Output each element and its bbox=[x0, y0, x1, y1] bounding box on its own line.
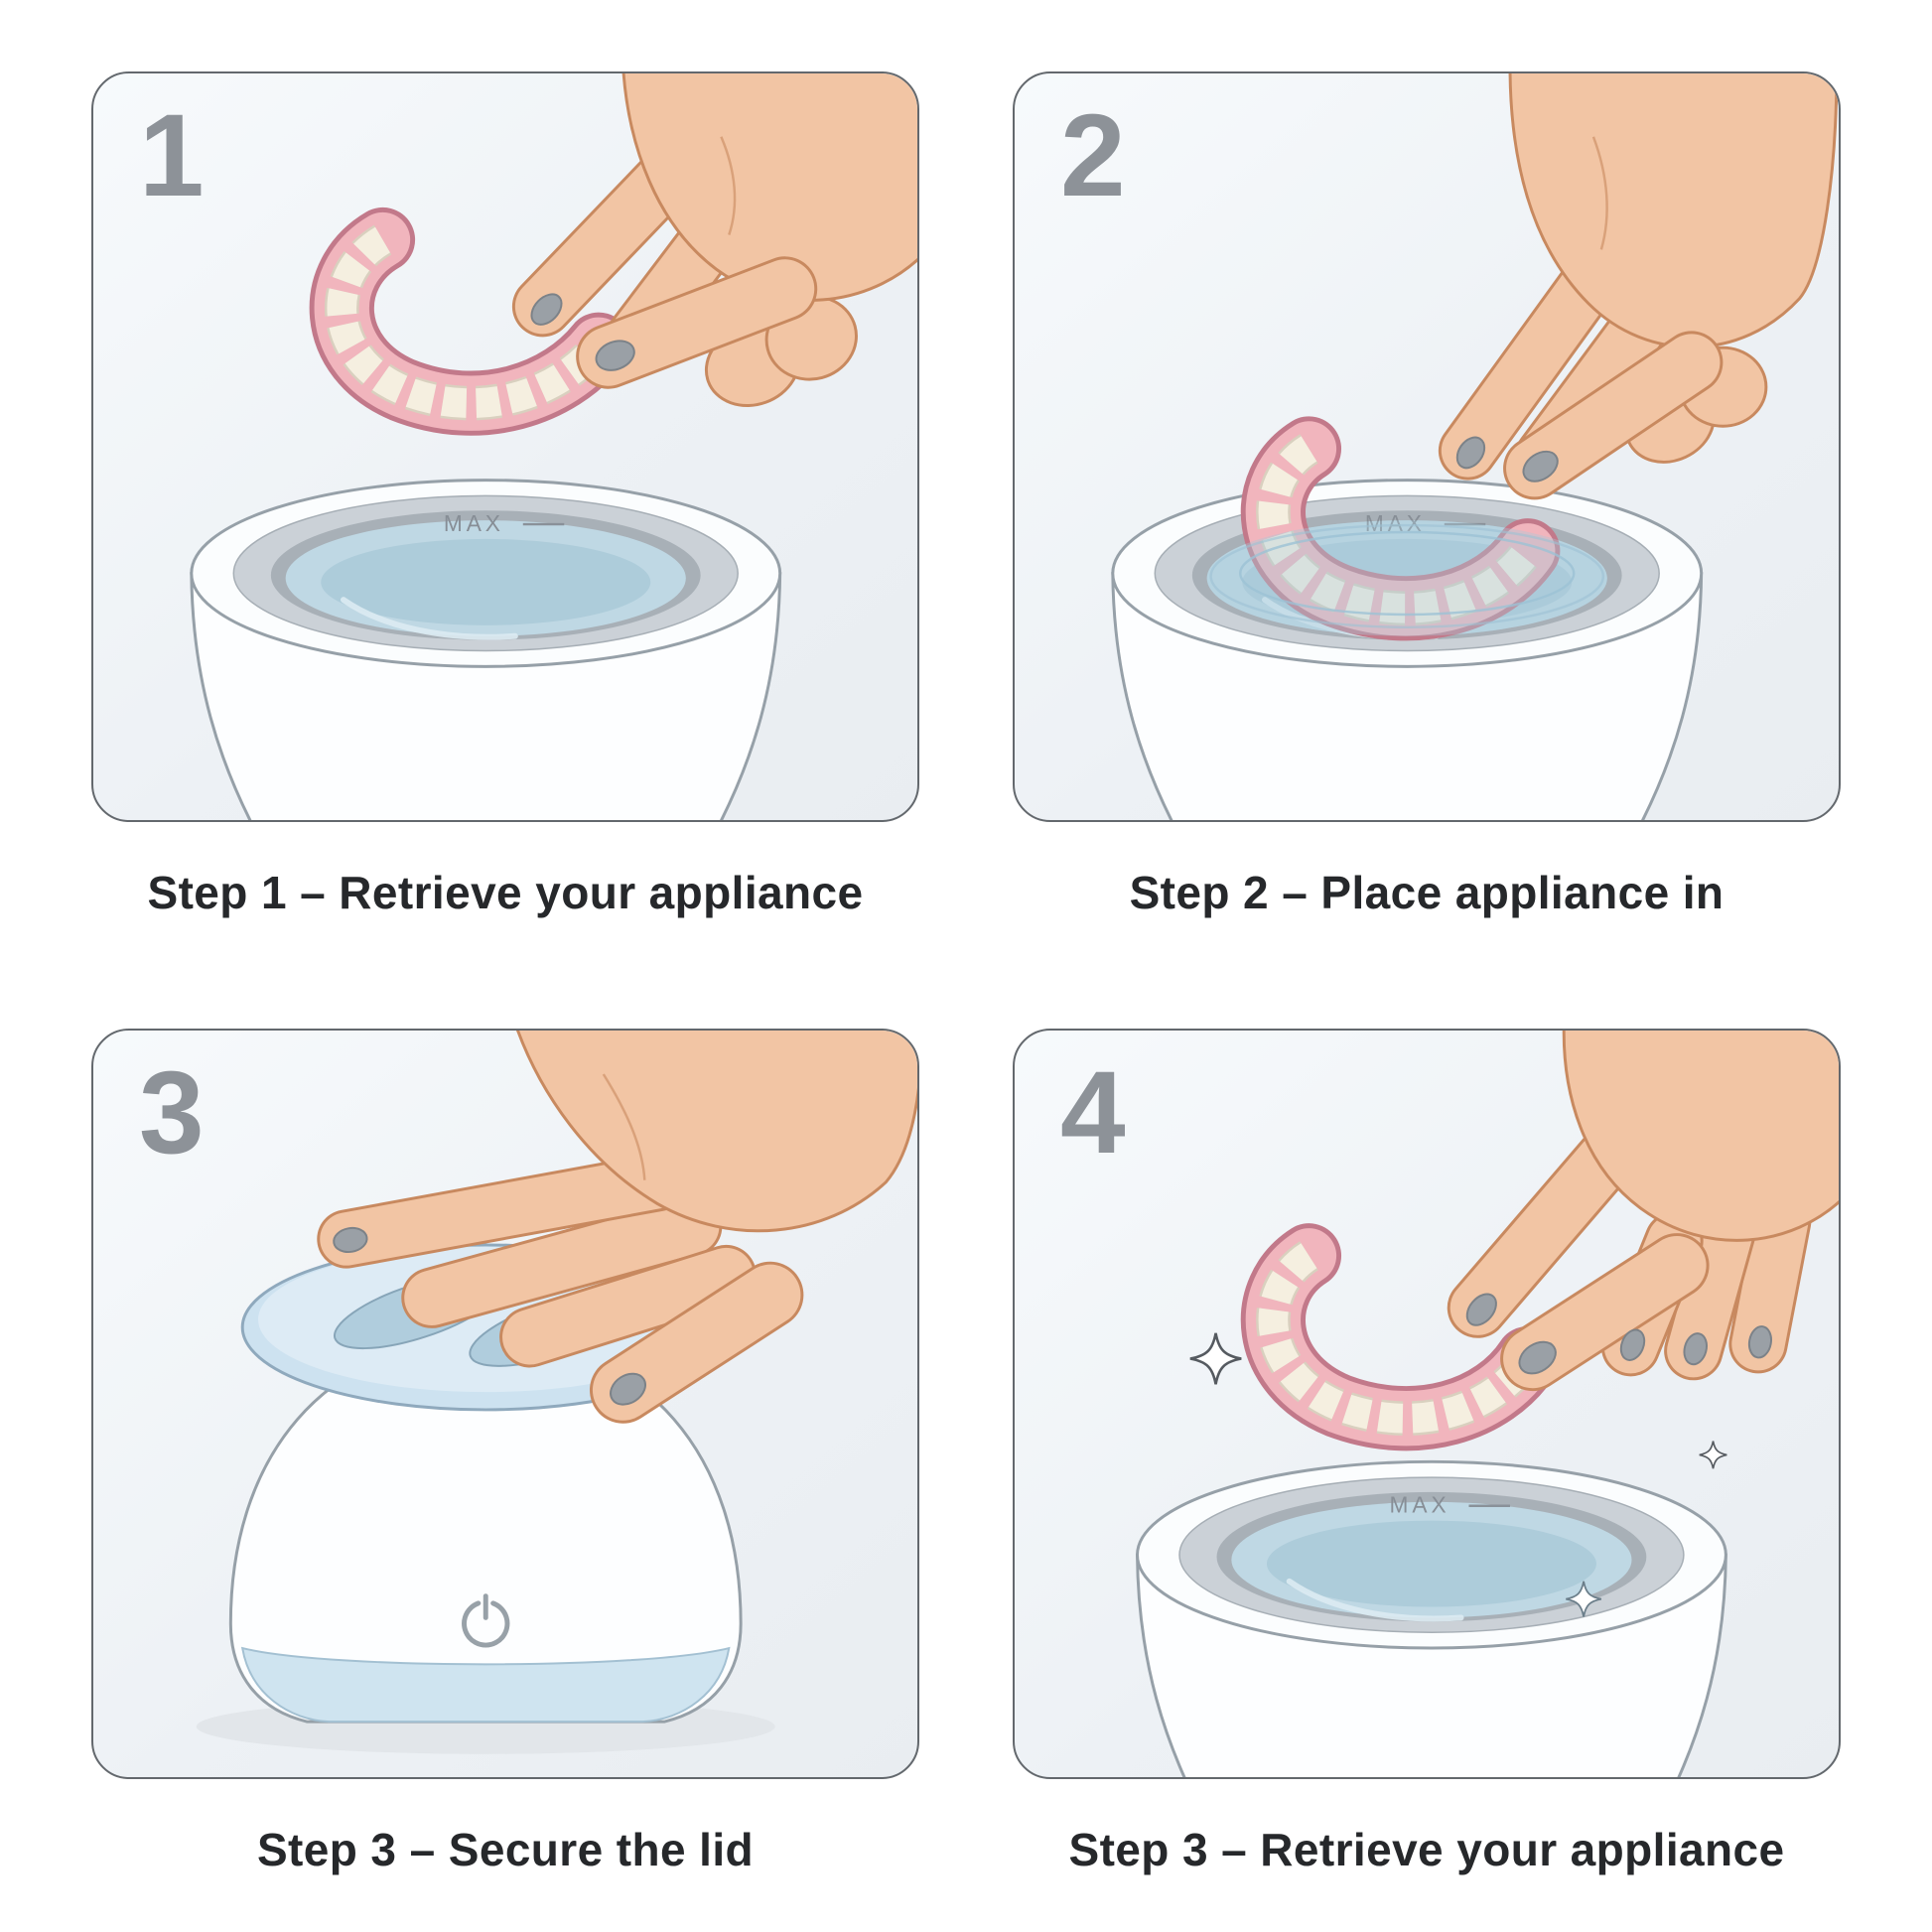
hand bbox=[511, 73, 917, 407]
illustration-step-3 bbox=[196, 1031, 917, 1754]
thumb-nail bbox=[1522, 450, 1559, 483]
step-4-panel: 4 bbox=[1013, 1029, 1841, 1779]
power-icon bbox=[462, 1593, 510, 1648]
finger-nail bbox=[530, 293, 563, 326]
finger-nail bbox=[1465, 1293, 1497, 1326]
step-number: 3 bbox=[139, 1047, 205, 1178]
step-1-panel: 1 bbox=[91, 71, 919, 822]
step-2-panel: 2 bbox=[1013, 71, 1841, 822]
finger-nail bbox=[1683, 1332, 1708, 1366]
thumb-nail bbox=[1518, 1340, 1557, 1375]
illustration-step-4 bbox=[1015, 1031, 1839, 1777]
hand bbox=[317, 1031, 917, 1424]
ripples bbox=[1209, 523, 1605, 629]
step-2-cell: 2 bbox=[1013, 71, 1841, 975]
sparkle-icon bbox=[1700, 1442, 1727, 1469]
step-1-cell: 1 Step 1 bbox=[91, 71, 919, 975]
illustration-step-1 bbox=[93, 73, 917, 820]
finger-nail bbox=[1455, 436, 1486, 470]
step-caption: Step 1 – Retrieve your appliance bbox=[147, 867, 864, 918]
dental-appliance bbox=[1240, 1223, 1561, 1451]
step-3-panel: 3 bbox=[91, 1029, 919, 1779]
finger-nail bbox=[1747, 1325, 1772, 1359]
step-number: 2 bbox=[1060, 90, 1126, 221]
thumb-nail bbox=[610, 1372, 646, 1406]
step-caption: Step 2 – Place appliance in bbox=[1129, 867, 1725, 918]
step-number: 1 bbox=[139, 90, 205, 221]
hand bbox=[1447, 1031, 1839, 1392]
hand bbox=[1438, 73, 1839, 500]
step-number: 4 bbox=[1060, 1047, 1126, 1178]
step-caption: Step 3 – Retrieve your appliance bbox=[1068, 1824, 1785, 1875]
thumb-nail bbox=[595, 340, 635, 371]
illustration-step-2 bbox=[1015, 73, 1839, 820]
step-3-cell: 3 bbox=[91, 1029, 919, 1932]
step-caption: Step 3 – Secure the lid bbox=[256, 1824, 755, 1875]
cleaner-body bbox=[228, 1335, 743, 1724]
sparkle-icon bbox=[1190, 1333, 1241, 1384]
base-band bbox=[240, 1646, 731, 1724]
dental-appliance bbox=[1240, 416, 1561, 641]
finger-nail bbox=[1619, 1328, 1646, 1361]
finger-nail bbox=[333, 1226, 368, 1254]
step-4-cell: 4 bbox=[1013, 1029, 1841, 1932]
water-overlay bbox=[1206, 520, 1607, 636]
